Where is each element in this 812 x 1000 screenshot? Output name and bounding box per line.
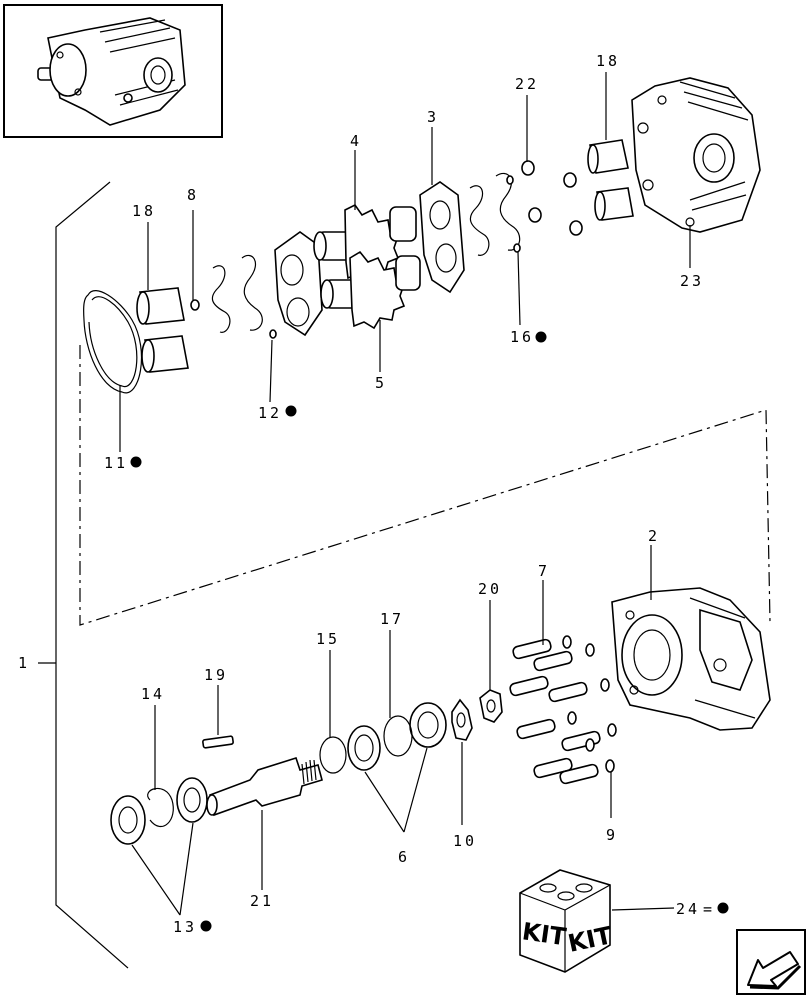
- part-14-snap-ring: [147, 787, 174, 828]
- part-19-key: [202, 735, 234, 749]
- callout-24: 24: [676, 900, 700, 918]
- callout-20: 20: [478, 580, 502, 598]
- callout-6: 6: [398, 848, 410, 866]
- connection-outline: [79, 345, 771, 626]
- callout-18-left: 18: [132, 202, 156, 220]
- front-wear-plate: [274, 231, 323, 337]
- filled-circle-icon: [285, 405, 297, 417]
- thumbnail-view: [3, 4, 223, 138]
- part-15-oring: [319, 736, 347, 774]
- leader-lines: [119, 72, 691, 916]
- part-3-wear-plate: [419, 181, 465, 294]
- filled-circle-icon: [130, 456, 142, 468]
- part-13-shaft-seals: [110, 777, 208, 845]
- kit-box-illustration: KIT KIT: [519, 869, 615, 973]
- part-11-oring: [83, 290, 143, 394]
- callout-1: 1: [18, 654, 30, 672]
- callout-13: 13: [173, 918, 197, 936]
- filled-circle-icon: [535, 331, 547, 343]
- part-16-seal-clips: [469, 172, 521, 256]
- part-12-seal-clips: [211, 254, 277, 339]
- back-navigation-button[interactable]: [736, 929, 806, 995]
- part-6-bearings: [347, 702, 447, 771]
- callout-8: 8: [187, 186, 199, 204]
- pump-thumbnail-image: [37, 17, 186, 126]
- part-22-small-bushings: [521, 160, 583, 236]
- part-9-washers: [562, 635, 617, 773]
- filled-circle-icon: [200, 920, 212, 932]
- part-8-pin: [190, 299, 200, 311]
- kit-equals-sign: =: [703, 900, 715, 918]
- callout-21: 21: [250, 892, 274, 910]
- arrow-back-icon: [747, 951, 802, 990]
- kit-markers: [130, 331, 729, 932]
- callout-labels: 1 2 3 4 5 6 7 8 9 10 11 12 13 14 15 16 1…: [18, 52, 715, 936]
- part-2-flange-housing: [611, 587, 771, 731]
- part-18-left-bushings: [136, 287, 189, 373]
- part-5-driven-gear: [320, 250, 421, 330]
- callout-16: 16: [510, 328, 534, 346]
- callout-22: 22: [515, 75, 539, 93]
- callout-14: 14: [141, 685, 165, 703]
- callout-5: 5: [375, 374, 387, 392]
- part-23-body-housing: [631, 77, 761, 233]
- callout-17: 17: [380, 610, 404, 628]
- callout-18-right: 18: [596, 52, 620, 70]
- callout-11: 11: [104, 454, 128, 472]
- part-18-right-bushings: [587, 139, 634, 221]
- filled-circle-icon: [717, 902, 729, 914]
- callout-3: 3: [427, 108, 439, 126]
- part-7-cap-screws: [509, 638, 601, 785]
- callout-9: 9: [606, 826, 618, 844]
- callout-12: 12: [258, 404, 282, 422]
- callout-15: 15: [316, 630, 340, 648]
- callout-2: 2: [648, 527, 660, 545]
- callout-19: 19: [204, 666, 228, 684]
- part-10-tab-washer: [451, 698, 473, 741]
- callout-7: 7: [538, 562, 550, 580]
- kit-label-left: KIT: [520, 917, 568, 951]
- callout-23: 23: [680, 272, 704, 290]
- part-17-snap-ring: [383, 715, 413, 757]
- part-21-drive-shaft: [206, 757, 323, 817]
- assembly-bracket: [38, 181, 129, 969]
- callout-4: 4: [350, 132, 362, 150]
- callout-10: 10: [453, 832, 477, 850]
- part-20-nut: [479, 689, 503, 723]
